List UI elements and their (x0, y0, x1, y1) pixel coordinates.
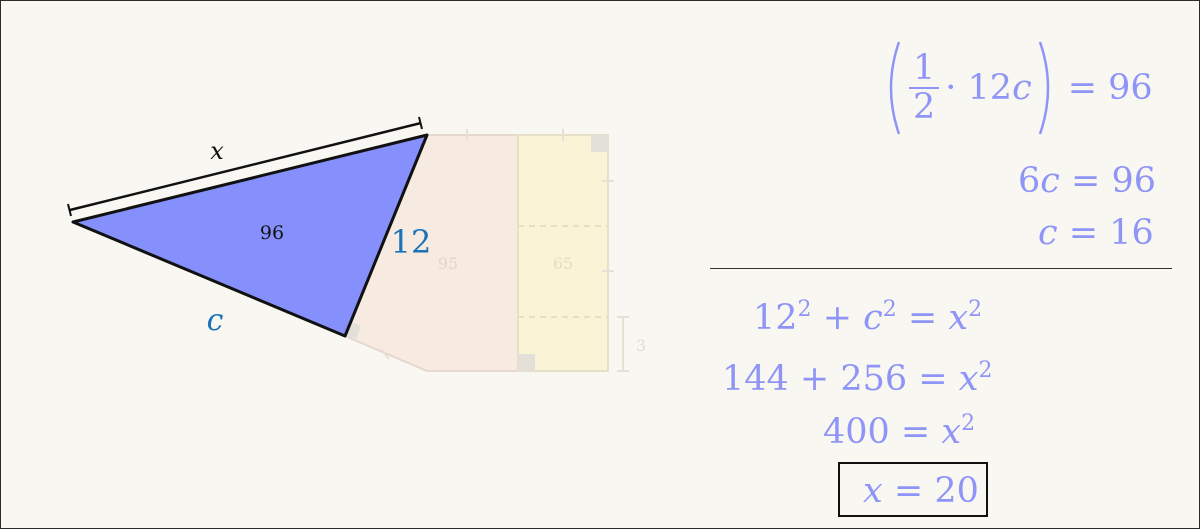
right-paren (1038, 41, 1049, 135)
fraction-denominator: 2 (913, 87, 936, 127)
fraction-one-half: 1 2 (909, 50, 940, 127)
faded-tick (380, 348, 390, 360)
eq1-rhs: = 96 (1067, 67, 1153, 108)
equation-6c: 6c = 96 (1018, 164, 1156, 199)
divider-line (710, 268, 1172, 269)
eq6-variable: x (941, 412, 962, 452)
eq1-middle: · 12 (945, 67, 1013, 108)
left-paren (889, 41, 901, 135)
eq2-rhs: = 96 (1071, 161, 1157, 201)
equation-c: c = 16 (1038, 216, 1154, 251)
equation-pythagorean: 122 + c2 = x2 (753, 298, 982, 338)
eq6-lhs: 400 = (823, 412, 931, 452)
eq4-c: x (948, 298, 969, 338)
dimension-line-x (69, 121, 422, 212)
eq1-variable: c (1012, 67, 1032, 108)
eq2-coef: 6 (1018, 161, 1041, 201)
answer-box (838, 462, 988, 517)
eq5-variable: x (958, 359, 979, 399)
label-side-12: 12 (391, 223, 432, 261)
eq2-variable: c (1040, 161, 1060, 201)
eq4-b: c (863, 298, 883, 338)
fraction-numerator: 1 (909, 50, 940, 89)
eq4-plus: + (822, 298, 853, 338)
faded-rectangle (517, 134, 609, 372)
equation-answer: x = 20 (863, 474, 979, 509)
eq4-b-exponent: 2 (882, 297, 897, 322)
label-x: x (210, 137, 224, 165)
eq3-rhs: = 16 (1068, 213, 1154, 253)
eq4-a-exponent: 2 (797, 297, 812, 322)
faded-right-angle-marker (591, 135, 608, 152)
dimension-cap-right (418, 116, 423, 130)
dimension-cap-left (67, 203, 72, 217)
label-area: 96 (260, 222, 284, 244)
equation-400: 400 = x2 (823, 412, 975, 452)
eq6-exponent: 2 (961, 411, 976, 436)
label-c: c (207, 303, 224, 338)
eq4-equals: = (907, 298, 938, 338)
faded-label-65: 65 (553, 254, 573, 273)
equation-sum: 144 + 256 = x2 (722, 359, 993, 399)
eq4-a: 12 (753, 298, 798, 338)
faded-label-3: 3 (636, 336, 646, 355)
faded-label-95: 95 (438, 254, 458, 273)
answer-variable: x (863, 471, 883, 511)
eq4-c-exponent: 2 (968, 297, 983, 322)
eq5-lhs: 144 + 256 = (722, 359, 948, 399)
blue-triangle (71, 133, 429, 338)
eq3-variable: c (1038, 213, 1058, 253)
eq5-exponent: 2 (978, 358, 993, 383)
faded-right-angle-marker (518, 354, 535, 371)
answer-rhs: = 20 (893, 471, 979, 511)
